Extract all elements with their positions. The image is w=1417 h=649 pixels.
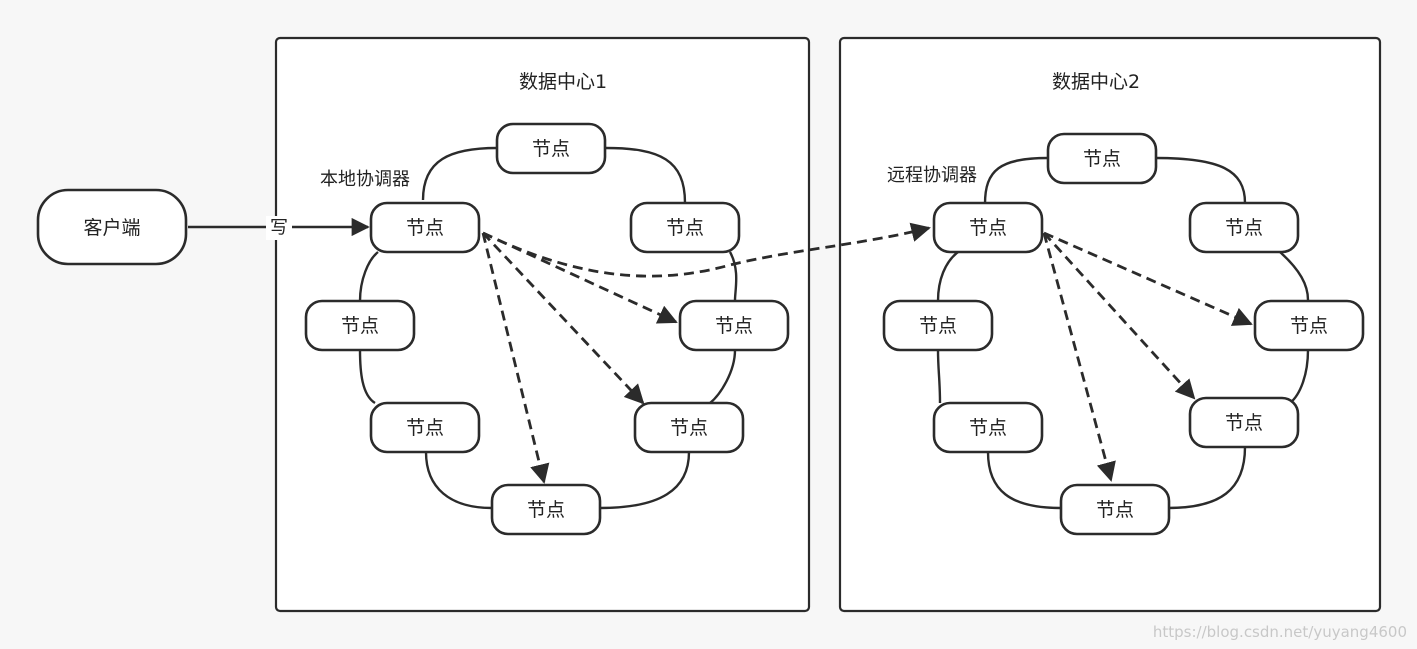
node-label: 节点 bbox=[919, 315, 957, 337]
remote-coordinator-label: 远程协调器 bbox=[887, 165, 977, 186]
replication-arrow bbox=[1042, 232, 1116, 482]
datacenter-2-title: 数据中心2 bbox=[1052, 71, 1140, 93]
datacenter-2-node: 节点 bbox=[882, 299, 994, 352]
datacenter-1-node: 节点 bbox=[369, 401, 481, 454]
datacenter-1-node: 节点 bbox=[633, 401, 745, 454]
node-label: 节点 bbox=[406, 417, 444, 439]
node-label: 节点 bbox=[666, 217, 704, 239]
datacenter-1-node: 节点 bbox=[369, 201, 481, 254]
datacenter-1-node: 节点 bbox=[629, 201, 741, 254]
node-label: 节点 bbox=[1225, 217, 1263, 239]
datacenter-1-node: 节点 bbox=[678, 299, 790, 352]
datacenter-2-frame bbox=[838, 36, 1382, 613]
write-label: 写 bbox=[270, 218, 288, 239]
local-coordinator-label: 本地协调器 bbox=[320, 169, 410, 190]
datacenter-2-node: 节点 bbox=[1188, 201, 1300, 254]
datacenter-2-node: 节点 bbox=[1188, 396, 1300, 449]
node-label: 节点 bbox=[406, 217, 444, 239]
node-label: 节点 bbox=[715, 315, 753, 337]
datacenter-2-ring bbox=[936, 156, 1310, 510]
node-label: 节点 bbox=[969, 417, 1007, 439]
node-label: 节点 bbox=[532, 138, 570, 160]
client-node-shape bbox=[36, 188, 188, 266]
node-label: 节点 bbox=[341, 315, 379, 337]
datacenter-1-title: 数据中心1 bbox=[519, 71, 607, 93]
datacenter-2-node: 节点 bbox=[932, 401, 1044, 454]
dc1-replication-arrows bbox=[481, 222, 931, 484]
replication-arrow bbox=[481, 232, 645, 405]
datacenter-1-ring bbox=[358, 146, 738, 510]
cross-dc-replication-arrow bbox=[482, 222, 931, 278]
replication-arrow bbox=[481, 232, 550, 484]
node-label: 节点 bbox=[1225, 412, 1263, 434]
datacenter-1-frame bbox=[274, 36, 811, 613]
datacenter-2-node: 节点 bbox=[932, 201, 1044, 254]
client-node: 客户端 bbox=[36, 188, 188, 266]
datacenter-2-node: 节点 bbox=[1046, 132, 1158, 185]
node-label: 节点 bbox=[1083, 148, 1121, 170]
replication-arrow bbox=[1043, 231, 1253, 326]
watermark: https://blog.csdn.net/yuyang4600 bbox=[1153, 623, 1407, 641]
datacenter-2-node: 节点 bbox=[1059, 483, 1171, 536]
node-label: 节点 bbox=[1290, 315, 1328, 337]
replication-arrow bbox=[1042, 232, 1196, 400]
datacenter-1-node: 节点 bbox=[495, 122, 607, 175]
datacenter-2-node: 节点 bbox=[1253, 299, 1365, 352]
node-label: 节点 bbox=[969, 217, 1007, 239]
dc2-replication-arrows bbox=[1042, 231, 1253, 482]
client-label: 客户端 bbox=[83, 217, 140, 239]
datacenter-1-node: 节点 bbox=[304, 299, 416, 352]
node-label: 节点 bbox=[1096, 499, 1134, 521]
datacenter-1-node: 节点 bbox=[490, 483, 602, 536]
write-label-bg bbox=[266, 216, 292, 240]
node-label: 节点 bbox=[527, 499, 565, 521]
node-label: 节点 bbox=[670, 417, 708, 439]
